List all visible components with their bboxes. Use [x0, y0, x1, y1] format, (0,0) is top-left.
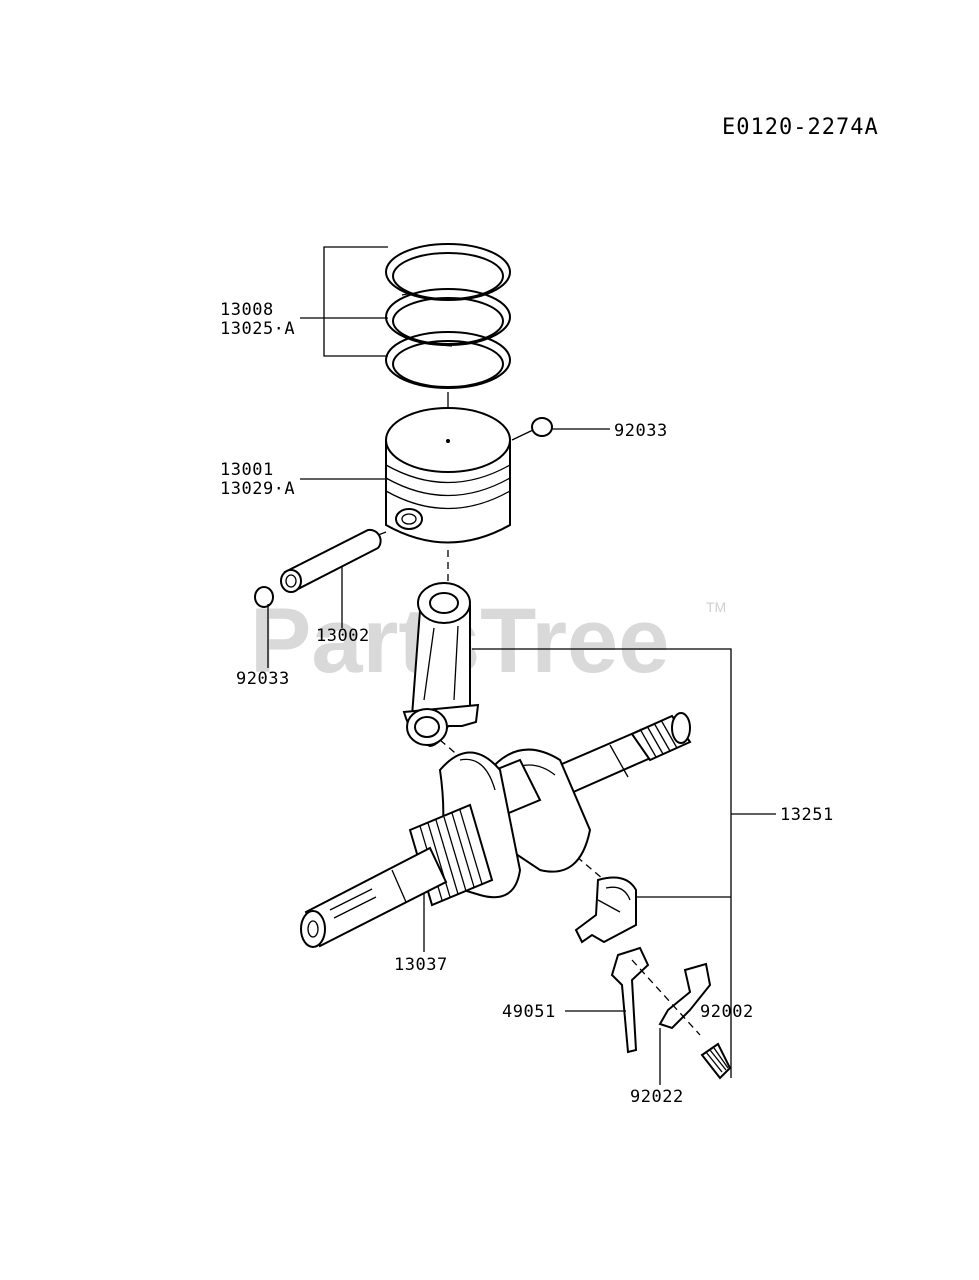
label-circlip-left: 92033 — [236, 669, 290, 689]
label-dipper: 49051 — [502, 1002, 556, 1022]
dipper — [565, 946, 650, 1054]
piston — [385, 407, 511, 544]
label-bolt: 92002 — [700, 1002, 754, 1022]
piston-rings — [385, 243, 511, 389]
connecting-rod — [402, 582, 480, 748]
label-connecting-rod-assy: 13251 — [780, 805, 834, 825]
label-lock-plate: 92022 — [630, 1087, 684, 1107]
label-piston-ring-1: 13008 — [220, 300, 274, 320]
connecting-rod-cap — [574, 876, 637, 944]
lock-plate — [658, 962, 712, 1085]
watermark-trademark: TM — [706, 599, 726, 615]
connecting-rod-assy-leader — [472, 648, 776, 1075]
diagram-code: E0120-2274A — [722, 115, 879, 140]
piston-pin — [280, 528, 387, 628]
label-piston-ring-2: 13025·A — [220, 319, 295, 339]
circlip-right — [511, 417, 610, 441]
crankshaft — [300, 712, 692, 948]
label-piston-1: 13001 — [220, 460, 274, 480]
bolt — [631, 959, 732, 1080]
piston-rings-leader — [300, 246, 388, 357]
label-piston-2: 13029·A — [220, 479, 295, 499]
label-circlip-right: 92033 — [614, 421, 668, 441]
label-crankshaft: 13037 — [394, 955, 448, 975]
label-piston-pin: 13002 — [316, 626, 370, 646]
circlip-left — [254, 586, 274, 668]
